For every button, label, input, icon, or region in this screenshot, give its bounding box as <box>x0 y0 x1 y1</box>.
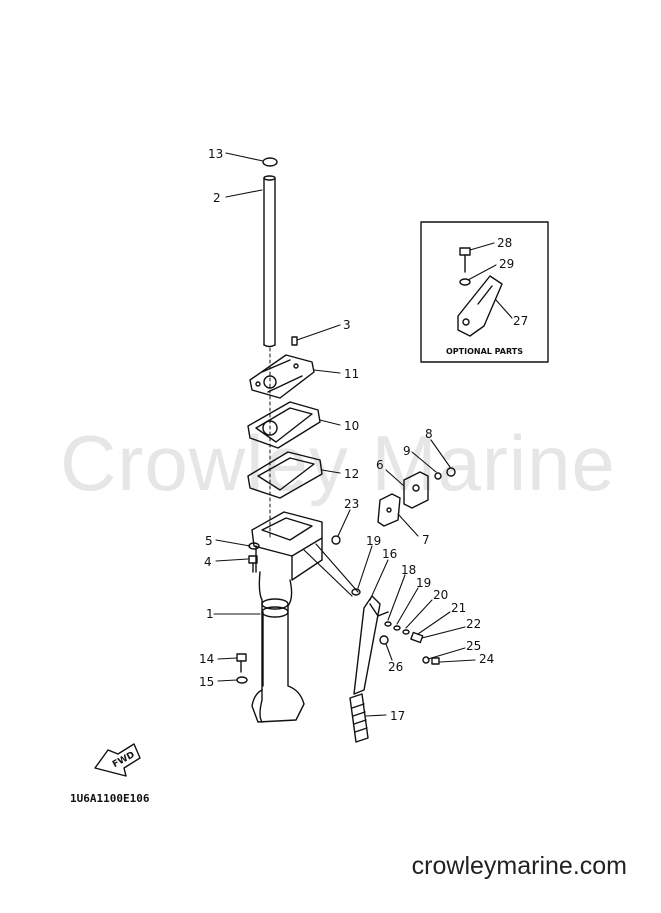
callout-26: 26 <box>388 660 403 674</box>
watermark: Crowley Marine <box>60 419 616 507</box>
part-4-bolt <box>248 555 258 573</box>
website-url: crowleymarine.com <box>411 852 627 880</box>
part-3-pin <box>291 336 298 346</box>
callout-28: 28 <box>497 236 512 250</box>
part-14-bolt <box>236 653 247 673</box>
part-16-lever <box>353 595 389 695</box>
optional-parts-box <box>420 221 549 363</box>
callout-24: 24 <box>479 652 494 666</box>
optional-parts-title: OPTIONAL PARTS <box>445 347 523 356</box>
callout-22: 22 <box>466 617 481 631</box>
callout-1: 1 <box>206 607 214 621</box>
callout-25: 25 <box>466 639 481 653</box>
callout-23: 23 <box>344 497 359 511</box>
callout-7: 7 <box>422 533 430 547</box>
part-13-o-ring <box>262 157 278 167</box>
part-1-upper-casing <box>251 511 323 723</box>
callout-18: 18 <box>401 563 416 577</box>
part-15-washer <box>236 676 248 684</box>
fwd-arrow <box>94 743 141 777</box>
callout-8: 8 <box>425 427 433 441</box>
callout-27: 27 <box>513 314 528 328</box>
part-19-washer <box>351 588 361 596</box>
callout-19b: 19 <box>416 576 431 590</box>
part-18-to-22-hardware <box>384 621 424 644</box>
part-9-washer <box>434 472 442 480</box>
leader-lines <box>213 152 513 717</box>
callout-11: 11 <box>344 367 359 381</box>
part-7-plate <box>377 493 401 527</box>
callout-labels: 13 2 3 11 10 12 8 9 6 23 7 5 4 19 16 18 … <box>111 147 528 770</box>
callout-21: 21 <box>451 601 466 615</box>
callout-2: 2 <box>213 191 221 205</box>
part-10-gasket <box>247 401 321 449</box>
part-17-grip <box>349 693 369 743</box>
part-26-nut <box>379 635 389 645</box>
part-11-plate <box>249 354 315 399</box>
callout-10: 10 <box>344 419 359 433</box>
callout-29: 29 <box>499 257 514 271</box>
callout-3: 3 <box>343 318 351 332</box>
callout-17: 17 <box>390 709 405 723</box>
callout-4: 4 <box>204 555 212 569</box>
callout-20: 20 <box>433 588 448 602</box>
callout-5: 5 <box>205 534 213 548</box>
callout-12: 12 <box>344 467 359 481</box>
part-25-24-parts <box>422 656 440 665</box>
part-2-tube <box>263 175 276 348</box>
callout-13: 13 <box>208 147 223 161</box>
callout-15: 15 <box>199 675 214 689</box>
callout-9: 9 <box>403 444 411 458</box>
callout-14: 14 <box>199 652 214 666</box>
callout-19a: 19 <box>366 534 381 548</box>
part-23-nut <box>331 535 341 545</box>
part-8-screw <box>446 467 456 477</box>
callout-16: 16 <box>382 547 397 561</box>
diagram-code: 1U6A1100E106 <box>70 792 150 805</box>
part-12-gasket <box>247 451 323 499</box>
part-6-bracket <box>403 471 429 509</box>
callout-6: 6 <box>376 458 384 472</box>
